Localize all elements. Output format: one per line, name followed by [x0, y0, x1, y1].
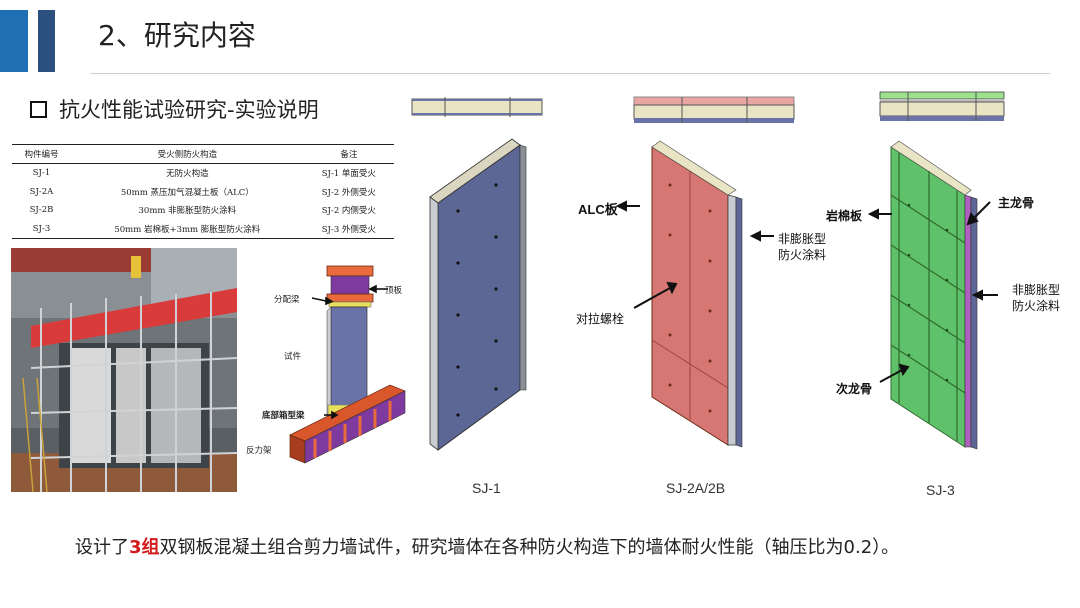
accent-bar-secondary — [38, 10, 55, 72]
table-cell: SJ-2A — [29, 186, 54, 197]
summary-prefix: 设计了 — [75, 537, 129, 558]
table-cell: 50mm 蒸压加气混凝土板（ALC） — [120, 187, 254, 198]
sj2-coating-label-line1: 非膨胀型 — [778, 232, 827, 246]
sj3-wall-model — [890, 140, 978, 450]
checkbox-bullet-icon — [30, 100, 47, 118]
test-setup-diagram — [289, 265, 406, 464]
sj2-coating-label-line2: 防火涂料 — [778, 248, 827, 262]
table-header-cell: 构件编号 — [12, 144, 71, 164]
table-row: SJ-1 无防火构造 SJ-1 单面受火 — [12, 164, 394, 183]
label-distribution-beam: 分配梁 — [274, 295, 300, 305]
table-cell: SJ-3 — [12, 219, 71, 240]
sj3-section-view — [879, 91, 1005, 121]
sj2-wall-model — [651, 140, 743, 448]
sj2-section-view — [633, 96, 795, 123]
sj3-caption: SJ-3 — [926, 482, 955, 498]
sj1-section-view — [411, 97, 543, 117]
table-cell: SJ-2 内侧受火 — [321, 206, 376, 217]
section-heading: 抗火性能试验研究-实验说明 — [30, 94, 319, 124]
label-specimen: 试件 — [284, 352, 302, 362]
table-cell: SJ-2B — [29, 205, 54, 216]
table-row: SJ-2A 50mm 蒸压加气混凝土板（ALC） SJ-2 外侧受火 — [12, 183, 394, 202]
table-header-cell: 受火侧防火构造 — [70, 144, 304, 164]
sj2-alc-label: ALC板 — [578, 202, 618, 217]
sj3-arrows — [867, 201, 998, 383]
table-header-cell: 备注 — [303, 144, 394, 164]
section-heading-text: 抗火性能试验研究-实验说明 — [59, 98, 319, 122]
sj1-caption: SJ-1 — [472, 480, 501, 496]
sj2-bolt-label: 对拉螺栓 — [576, 312, 625, 326]
sj3-rockwool-label: 岩棉板 — [826, 209, 863, 223]
bottom-box-beam — [289, 384, 406, 464]
table-cell: SJ-3 外侧受火 — [303, 219, 394, 240]
sj3-secondary-keel-label: 次龙骨 — [836, 382, 873, 396]
table-header-row: 构件编号 受火侧防火构造 备注 — [12, 144, 394, 164]
accent-bar-primary — [0, 10, 28, 72]
sj3-coating-label-line1: 非膨胀型 — [1012, 283, 1061, 297]
summary-highlight: 3组 — [129, 537, 160, 558]
table-row: SJ-2B 30mm 非膨胀型防火涂料 SJ-2 内侧受火 — [12, 201, 394, 220]
table-cell: 无防火构造 — [166, 169, 209, 180]
title-divider — [90, 73, 1050, 74]
label-bottom-box-beam: 底部箱型梁 — [262, 411, 305, 421]
table-cell: SJ-1 单面受火 — [321, 169, 376, 180]
page-title: 2、研究内容 — [98, 19, 256, 52]
specimen-table: 构件编号 受火侧防火构造 备注 SJ-1 无防火构造 SJ-1 单面受火 SJ-… — [12, 144, 394, 240]
label-reaction-frame: 反力架 — [246, 446, 272, 456]
table-cell: SJ-2 外侧受火 — [321, 187, 376, 198]
sj2-caption: SJ-2A/2B — [666, 480, 726, 496]
table-cell: 50mm 岩棉板+3mm 膨胀型防火涂料 — [70, 219, 304, 240]
summary-text: 设计了3组双钢板混凝土组合剪力墙试件，研究墙体在各种防火构造下的墙体耐火性能（轴… — [75, 533, 899, 559]
sj1-wall-model — [429, 138, 527, 451]
table-row: SJ-3 50mm 岩棉板+3mm 膨胀型防火涂料 SJ-3 外侧受火 — [12, 219, 394, 240]
top-distribution-beam — [326, 265, 374, 308]
furnace-test-photo — [11, 248, 237, 492]
table-cell: SJ-1 — [32, 168, 51, 179]
sj2-arrows — [615, 200, 774, 309]
table-cell: 30mm 非膨胀型防火涂料 — [138, 206, 237, 217]
sj3-main-keel-label: 主龙骨 — [998, 196, 1035, 210]
label-top-plate: 顶板 — [385, 286, 403, 296]
summary-suffix: 双钢板混凝土组合剪力墙试件，研究墙体在各种防火构造下的墙体耐火性能（轴压比为0.… — [159, 537, 900, 558]
sj3-coating-label-line2: 防火涂料 — [1012, 299, 1061, 313]
